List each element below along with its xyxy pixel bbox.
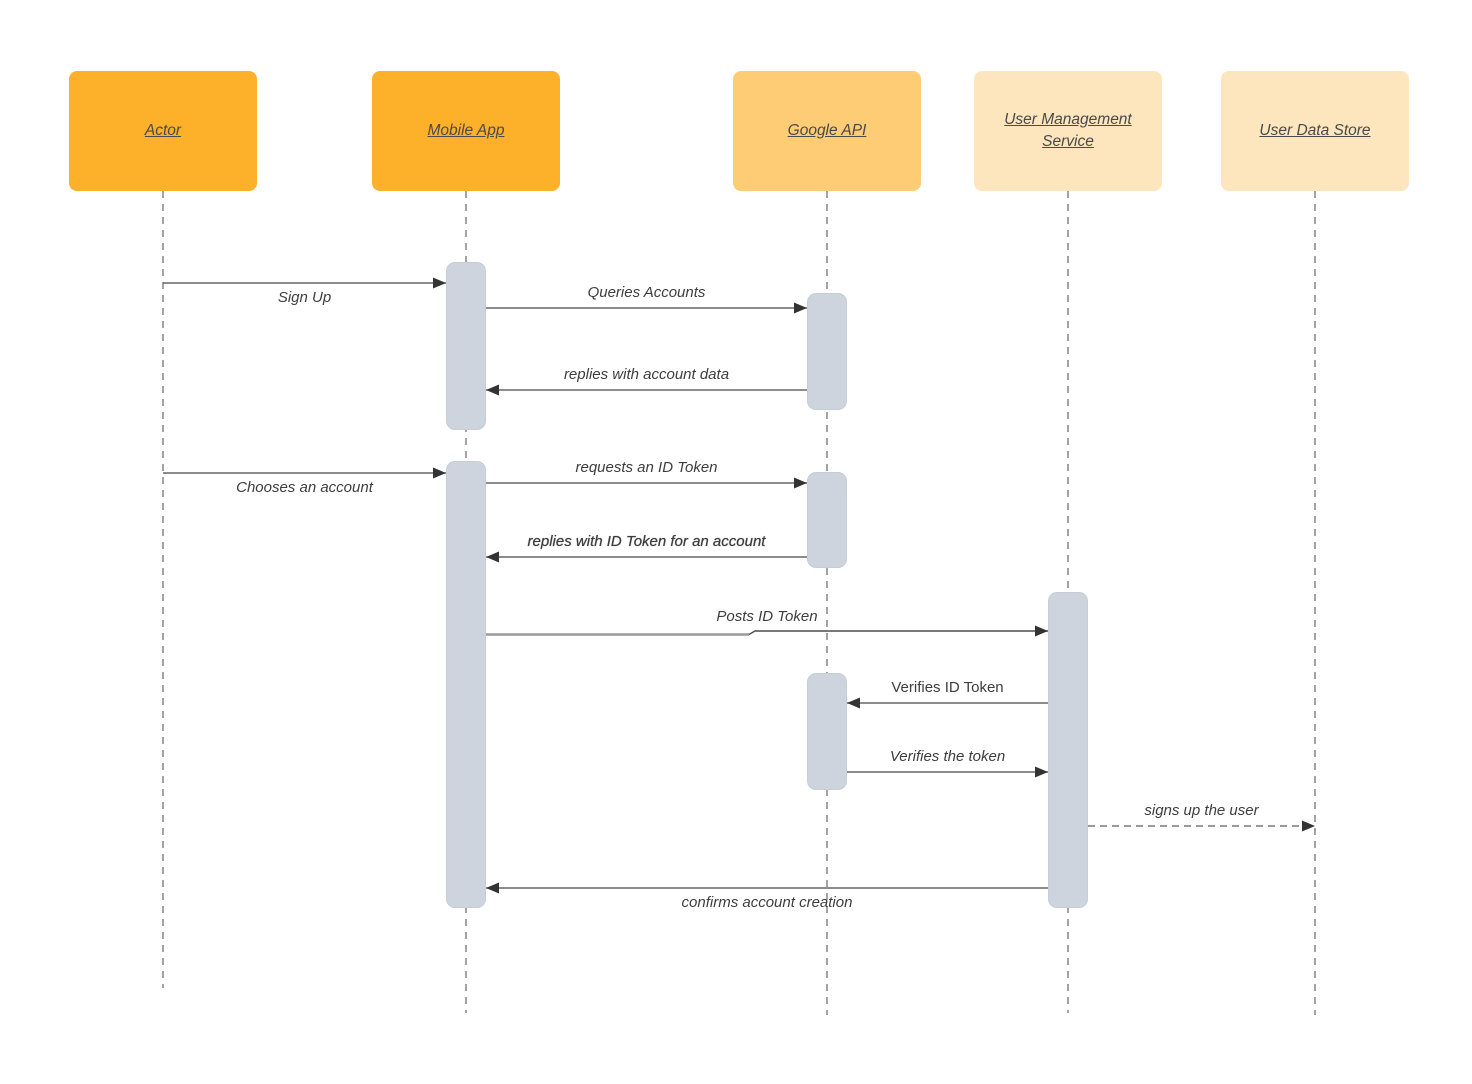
message-label: requests an ID Token xyxy=(575,459,718,476)
message-label: replies with ID Token for an account xyxy=(527,533,766,550)
message-arrow-7[interactable] xyxy=(847,697,1048,709)
message-arrow-8[interactable] xyxy=(847,766,1048,778)
arrowhead-icon xyxy=(486,882,499,894)
arrowhead-icon xyxy=(794,302,807,314)
activation-bar-mobile-app-0[interactable] xyxy=(446,262,486,430)
message-label: Queries Accounts xyxy=(587,284,706,301)
actor-box-user-management-service[interactable]: User Management Service xyxy=(974,71,1162,191)
message-arrow-4[interactable] xyxy=(486,477,807,489)
activation-bar-user-management-service-4[interactable] xyxy=(1048,592,1088,908)
message-arrow-0[interactable] xyxy=(163,277,446,289)
message-arrow-10[interactable] xyxy=(486,882,1048,894)
message-label: Verifies ID Token xyxy=(891,679,1004,696)
message-line xyxy=(748,630,1048,636)
actor-label-user-data-store: User Data Store xyxy=(1259,122,1371,139)
actor-label-actor: Actor xyxy=(144,122,182,139)
arrowhead-icon xyxy=(1035,625,1048,637)
actor-box-actor[interactable]: Actor xyxy=(69,71,257,191)
message-label: replies with account data xyxy=(563,366,730,383)
message-label: Posts ID Token xyxy=(716,608,818,625)
activation-bar-google-api-5[interactable] xyxy=(807,673,847,790)
message-arrow-9[interactable] xyxy=(1088,820,1315,832)
message-label: Chooses an account xyxy=(236,479,373,496)
arrowhead-icon xyxy=(847,697,860,709)
activation-bar-mobile-app-2[interactable] xyxy=(446,461,486,908)
message-label: Verifies the token xyxy=(889,748,1006,765)
message-arrow-3[interactable] xyxy=(163,467,446,479)
arrowhead-icon xyxy=(1302,820,1315,832)
activation-bar-google-api-1[interactable] xyxy=(807,293,847,410)
arrowhead-icon xyxy=(1035,766,1048,778)
actor-box-google-api[interactable]: Google API xyxy=(733,71,921,191)
actor-box-user-data-store[interactable]: User Data Store xyxy=(1221,71,1409,191)
activation-bar-google-api-3[interactable] xyxy=(807,472,847,568)
message-label: confirms account creation xyxy=(681,894,853,911)
arrowhead-icon xyxy=(486,551,499,563)
arrowhead-icon xyxy=(486,384,499,396)
message-arrow-2[interactable] xyxy=(486,384,807,396)
actor-box-mobile-app[interactable]: Mobile App xyxy=(372,71,560,191)
actor-label-user-management-service: User Management Service xyxy=(1004,111,1132,150)
message-arrow-1[interactable] xyxy=(486,302,807,314)
arrowhead-icon xyxy=(794,477,807,489)
message-label: Sign Up xyxy=(277,289,332,306)
message-arrow-6[interactable] xyxy=(486,625,1048,637)
actor-label-mobile-app: Mobile App xyxy=(427,122,505,139)
message-arrow-5[interactable] xyxy=(486,551,807,563)
message-label: signs up the user xyxy=(1144,802,1259,819)
arrowhead-icon xyxy=(433,467,446,479)
actor-label-google-api: Google API xyxy=(787,122,867,139)
arrowhead-icon xyxy=(433,277,446,289)
